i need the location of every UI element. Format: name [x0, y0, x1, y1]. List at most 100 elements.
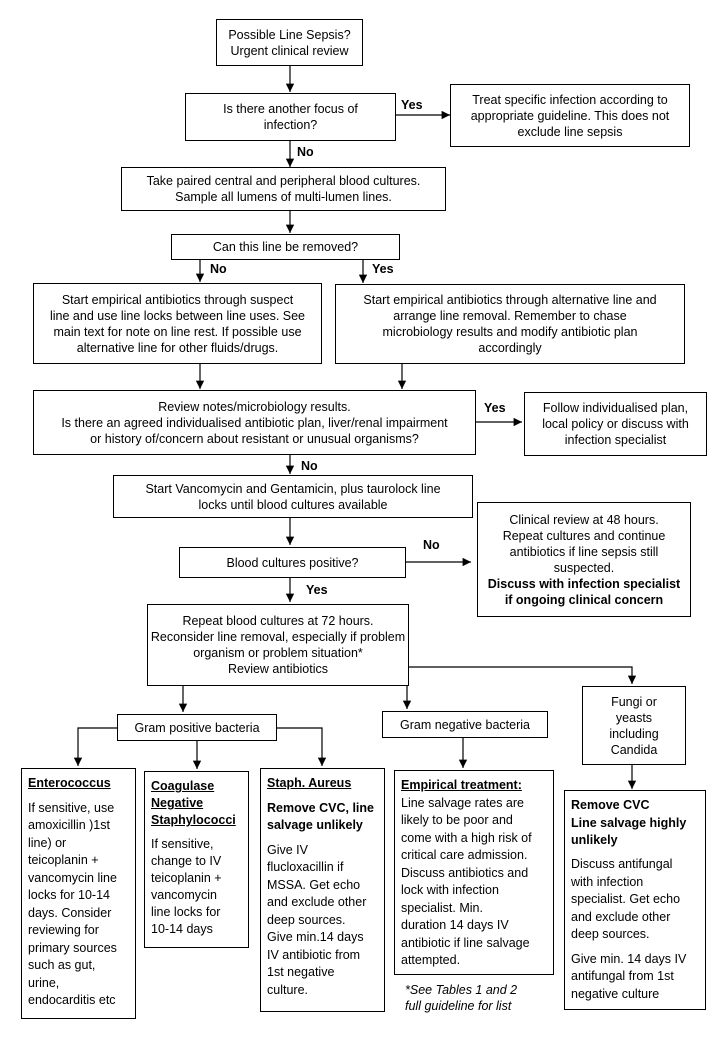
start-box: Possible Line Sepsis? Urgent clinical re…	[216, 19, 363, 66]
remove-cvc-line: antifungal from 1st	[571, 969, 674, 983]
empirical-line: specialist. Min.	[401, 900, 483, 915]
removed-yes-label: Yes	[372, 262, 394, 276]
enterococcus-box: Enterococcus If sensitive, use amoxicill…	[21, 768, 136, 1019]
treat-specific-line: Treat specific infection according to	[472, 92, 668, 107]
coag-line: 10-14 days	[151, 922, 213, 936]
coag-line: teicoplanin +	[151, 871, 222, 885]
alternative-line-line: microbiology results and modify antibiot…	[382, 325, 638, 339]
repeat-72-line: organism or problem situation*	[193, 646, 363, 660]
arrow-gram-pos-split	[73, 727, 117, 766]
staph-line: and exclude other	[267, 895, 367, 909]
line-removed-question-box: Can this line be removed?	[171, 234, 400, 260]
empirical-line: critical care admission.	[401, 848, 528, 862]
individual-plan-line: infection specialist	[564, 433, 667, 447]
staph-bold-line: Remove CVC, line	[267, 800, 374, 815]
paired-cultures-line: Take paired central and peripheral blood…	[146, 174, 421, 188]
suspect-line-line: line and use line locks between line use…	[49, 308, 306, 323]
enterococcus-line: locks for 10-14	[28, 888, 110, 902]
remove-cvc-box: Remove CVC Line salvage highly unlikely …	[564, 790, 706, 1010]
removed-no-label: No	[210, 262, 227, 276]
staph-title: Staph. Aureus	[267, 776, 352, 790]
staph-line: Give IV	[267, 842, 308, 857]
gram-negative-box: Gram negative bacteria	[382, 711, 548, 738]
empirical-line: antibiotic if line salvage	[401, 935, 530, 950]
start-line: Possible Line Sepsis?	[228, 27, 351, 42]
enterococcus-line: primary sources	[28, 940, 117, 955]
cultures-yes-label: Yes	[306, 583, 328, 597]
alternative-line-line: Start empirical antibiotics through alte…	[363, 293, 657, 307]
review-48-hours-box: Clinical review at 48 hours. Repeat cult…	[477, 502, 691, 617]
enterococcus-line: vancomycin line	[28, 870, 117, 885]
paired-cultures-line: Sample all lumens of multi-lumen lines.	[175, 190, 392, 204]
suspect-line-line: Start empirical antibiotics through susp…	[61, 292, 294, 307]
empirical-treatment-box: Empirical treatment: Line salvage rates …	[394, 770, 554, 975]
arrow-repeat-to-fungi	[409, 666, 637, 684]
review-48-bold-line: Discuss with infection specialist	[487, 576, 681, 591]
review-no-label: No	[301, 459, 318, 473]
remove-cvc-bold-line: Remove CVC	[571, 798, 650, 812]
staph-line: deep sources.	[267, 912, 346, 927]
remove-cvc-line: Discuss antifungal	[571, 857, 673, 872]
review-notes-line: Is there an agreed individualised antibi…	[61, 415, 448, 430]
paired-cultures-box: Take paired central and peripheral blood…	[121, 167, 446, 211]
remove-cvc-bold-line: unlikely	[571, 833, 618, 847]
review-yes-label: Yes	[484, 401, 506, 415]
suspect-line-line: main text for note on line rest. If poss…	[53, 324, 302, 339]
line-removed-question-line: Can this line be removed?	[212, 240, 359, 254]
coag-title-line: Negative	[151, 796, 204, 810]
enterococcus-line: such as gut,	[28, 958, 96, 972]
staph-line: MSSA. Get echo	[267, 877, 361, 892]
enterococcus-line: endocarditis etc	[28, 993, 116, 1007]
individual-plan-box: Follow individualised plan, local policy…	[524, 392, 707, 456]
enterococcus-line: days. Consider	[28, 905, 112, 920]
review-48-line: antibiotics if line sepsis still	[509, 544, 659, 559]
enterococcus-line: teicoplanin +	[28, 853, 99, 867]
review-48-line: Clinical review at 48 hours.	[509, 512, 659, 527]
footnote: *See Tables 1 and 2 full guideline for l…	[405, 982, 517, 1014]
empirical-title: Empirical treatment:	[401, 778, 522, 792]
review-notes-line: or history of/concern about resistant or…	[90, 431, 419, 446]
empirical-line: Line salvage rates are	[401, 795, 524, 810]
enterococcus-line: amoxicillin )1st	[28, 818, 110, 832]
staph-line: culture.	[267, 982, 308, 997]
coag-line: change to IV	[151, 854, 222, 868]
remove-cvc-line: deep sources.	[571, 927, 650, 942]
enterococcus-line: If sensitive, use	[28, 800, 115, 815]
enterococcus-line: urine,	[28, 975, 60, 990]
alternative-line-box: Start empirical antibiotics through alte…	[335, 284, 685, 364]
empirical-line: come with a high risk of	[401, 830, 532, 845]
alternative-line-line: arrange line removal. Remember to chase	[393, 309, 627, 323]
enterococcus-line: reviewing for	[28, 923, 99, 937]
coag-line: vancomycin	[151, 888, 217, 902]
remove-cvc-line: specialist. Get echo	[571, 892, 681, 907]
review-notes-box: Review notes/microbiology results. Is th…	[33, 390, 476, 455]
focus-question-box: Is there another focus of infection?	[185, 93, 396, 141]
treat-specific-line: exclude line sepsis	[517, 124, 623, 139]
individual-plan-line: Follow individualised plan,	[542, 401, 689, 415]
empirical-line: Discuss antibiotics and	[401, 865, 529, 880]
remove-cvc-line: with infection	[571, 874, 644, 889]
staph-line: flucloxacillin if	[267, 860, 344, 874]
repeat-72-hours-box: Repeat blood cultures at 72 hours. Recon…	[147, 604, 409, 686]
review-48-line: suspected.	[553, 560, 615, 575]
suspect-line-line: alternative line for other fluids/drugs.	[76, 340, 279, 355]
coag-title-line: Staphylococci	[151, 813, 236, 827]
review-notes-line: Review notes/microbiology results.	[158, 399, 351, 414]
fungi-line: Candida	[610, 742, 658, 757]
vancomycin-gentamicin-line: locks until blood cultures available	[198, 497, 388, 512]
vancomycin-gentamicin-line: Start Vancomycin and Gentamicin, plus ta…	[145, 481, 441, 496]
review-48-line: Repeat cultures and continue	[502, 528, 666, 543]
individual-plan-line: local policy or discuss with	[542, 417, 689, 431]
empirical-line: likely to be poor and	[401, 813, 513, 827]
gram-negative-label: Gram negative bacteria	[400, 717, 530, 732]
focus-yes-label: Yes	[401, 98, 423, 112]
fungi-line: including	[609, 726, 659, 741]
gram-positive-label: Gram positive bacteria	[134, 720, 260, 735]
repeat-72-line: Reconsider line removal, especially if p…	[150, 630, 406, 644]
vancomycin-gentamicin-box: Start Vancomycin and Gentamicin, plus ta…	[113, 475, 473, 518]
empirical-line: duration 14 days IV	[401, 918, 509, 932]
fungi-line: Fungi or	[611, 694, 657, 709]
suspect-line-box: Start empirical antibiotics through susp…	[33, 283, 322, 364]
coag-title-line: Coagulase	[151, 779, 215, 793]
